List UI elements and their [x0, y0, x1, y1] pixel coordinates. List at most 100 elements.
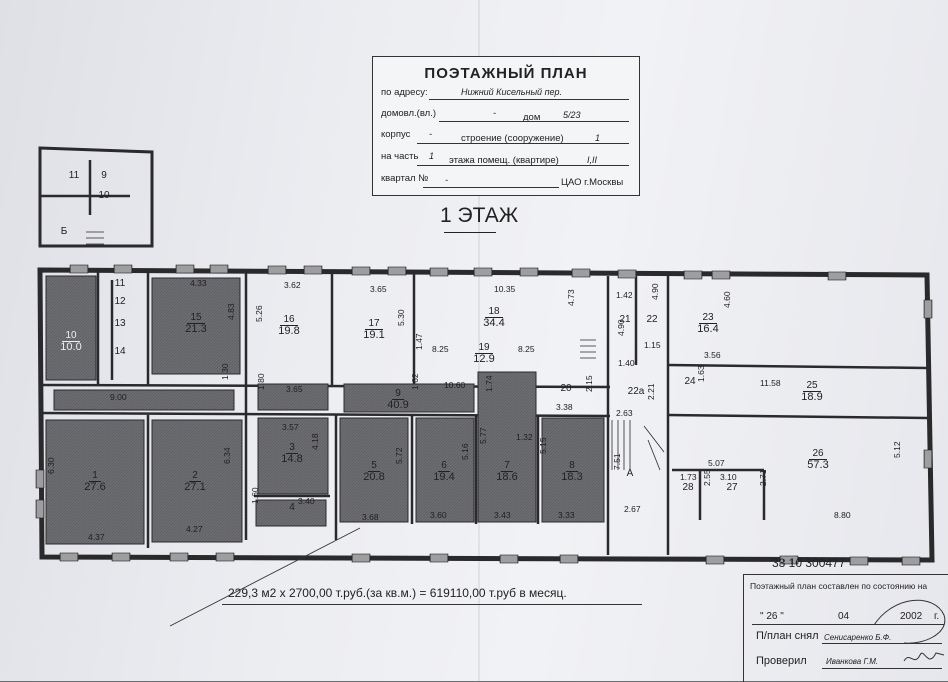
dimension-333: 3.33 [558, 510, 575, 520]
fold-line [478, 0, 480, 681]
room-number: 23 [699, 312, 717, 324]
interior-walls [39, 160, 928, 555]
dimension-427: 4.27 [186, 524, 203, 534]
room-number: 9 [101, 170, 107, 181]
dimension-1035: 10.35 [494, 284, 516, 294]
room-area: 27.1 [184, 481, 206, 493]
dimension-147: 1.47 [414, 333, 424, 350]
chast-value: 1 [429, 151, 435, 161]
chast-underline [417, 165, 629, 166]
room-number: 14 [114, 346, 126, 357]
checked-name: Иванкова Г.М. [826, 657, 879, 666]
dimension-630: 6.30 [46, 457, 56, 474]
room-area: 18.3 [561, 471, 583, 483]
room-area: 19.1 [363, 329, 385, 341]
date-day: " 26 " [760, 611, 784, 622]
room-number: 4 [289, 502, 295, 513]
room-label-20: 20 [546, 383, 586, 394]
dimension-130: 1.30 [220, 363, 230, 380]
room-label-22: 22 [632, 314, 672, 325]
dimension-825b: 8.25 [518, 344, 535, 354]
room-label-4: 4 [272, 502, 312, 513]
rent-calculation: 229,3 м2 х 2700,00 т.руб.(за кв.м.) = 61… [228, 586, 567, 600]
kvartal-underline [423, 187, 559, 188]
room-label-a: А [610, 468, 650, 479]
drawn-underline [822, 643, 942, 644]
dimension-460: 4.60 [722, 291, 732, 308]
room-area: 16.4 [697, 323, 719, 335]
room-label-top11: 11 [54, 170, 94, 181]
dimension-1158: 11.58 [760, 378, 781, 388]
dimension-880: 8.80 [834, 510, 851, 520]
korpus-value: - [429, 129, 432, 139]
room-number: Б [60, 226, 68, 237]
state-line: Поэтажный план составлен по состоянию на [750, 581, 928, 591]
dimension-490b: 4.90 [616, 319, 626, 336]
drawn-name: Сенисаренко Б.Ф. [824, 633, 892, 642]
room-label-b: Б [44, 226, 84, 237]
room-number: 3 [286, 442, 298, 454]
dimension-343: 3.43 [494, 510, 511, 520]
dom-label: дом [523, 112, 541, 123]
room-area: 18.9 [801, 391, 823, 403]
room-number: 28 [682, 482, 694, 493]
dimension-365a: 3.65 [370, 284, 387, 294]
dimension-263: 2.63 [616, 408, 633, 418]
room-number: 10 [98, 190, 110, 201]
dimension-142: 1.42 [616, 290, 633, 300]
dimension-900: 9.00 [110, 392, 127, 402]
etazh-value: I,II [587, 155, 598, 165]
hatched-rooms [45, 275, 605, 545]
room-number: 6 [438, 460, 450, 472]
dimension-255: 2.55 [702, 469, 712, 486]
room-number: 16 [280, 314, 298, 326]
kvartal-value: - [445, 175, 448, 185]
etazh-label: этажа помещ. (квартире) [449, 155, 559, 166]
room-area: 12.9 [473, 353, 495, 365]
dimension-163: 1.63 [696, 365, 706, 382]
dimension-490a: 4.90 [650, 283, 660, 300]
room-number: 15 [187, 312, 205, 324]
domovl-value: - [493, 108, 496, 118]
date-year-suffix: г. [934, 611, 940, 622]
dimension-473: 4.73 [566, 289, 576, 306]
certification-block: Поэтажный план составлен по состоянию на… [743, 574, 948, 682]
room-number: 17 [365, 318, 383, 330]
dimension-340: 3.40 [298, 496, 315, 506]
dimension-572: 5.72 [394, 447, 404, 464]
address-value: Нижний Кисельный пер. [461, 87, 563, 97]
date-year: 2002 [900, 611, 923, 622]
korpus-underline [417, 143, 629, 144]
room-number: 2 [189, 470, 201, 482]
room-number: 20 [560, 383, 572, 394]
dimension-634: 6.34 [222, 447, 232, 464]
room-label-14: 14 [100, 346, 140, 357]
room-number: 21 [619, 314, 631, 325]
checked-underline [822, 668, 942, 669]
room-area: 19.4 [433, 471, 455, 483]
room-area: 34.4 [483, 317, 505, 329]
domovl-underline [439, 121, 629, 122]
dimension-483: 4.83 [226, 303, 236, 320]
dimension-338: 3.38 [556, 402, 573, 412]
dimension-162: 1.62 [410, 373, 420, 390]
room-number: 5 [368, 460, 380, 472]
title-block-heading: ПОЭТАЖНЫЙ ПЛАН [424, 65, 588, 82]
dimension-530: 5.30 [396, 309, 406, 326]
room-number: 25 [803, 380, 821, 392]
windows [35, 264, 933, 566]
room-label-27: 27 [712, 482, 752, 493]
dimension-512: 5.12 [892, 441, 902, 458]
room-number: 11 [68, 170, 80, 181]
room-label-22a: 22a [616, 386, 656, 397]
title-block: ПОЭТАЖНЫЙ ПЛАН по адресу: Нижний Кисельн… [372, 56, 640, 196]
dimension-368: 3.68 [362, 512, 379, 522]
floor-title: 1 ЭТАЖ [440, 204, 519, 227]
